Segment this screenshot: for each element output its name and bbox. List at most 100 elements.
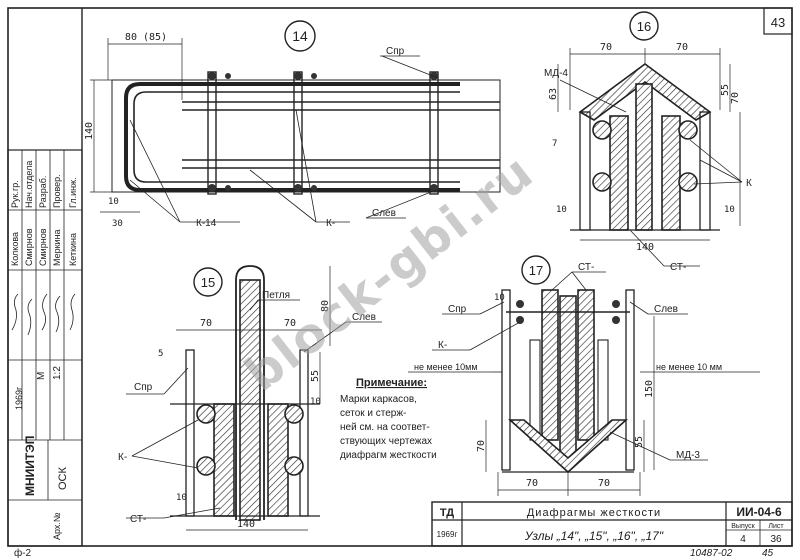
role-2: Разраб. bbox=[38, 176, 48, 208]
bottom-number: 10487-02 bbox=[690, 548, 733, 559]
role-4: Гл.инж. bbox=[68, 177, 78, 208]
node-17-callout-0: СТ- bbox=[578, 262, 594, 273]
node-17-dim-1: 70 bbox=[476, 440, 487, 452]
signature-0 bbox=[11, 293, 19, 331]
name-0: Колкова bbox=[10, 232, 20, 266]
note-line-2: ней см. на соответ- bbox=[340, 422, 430, 433]
node-14-dim-2: 10 bbox=[108, 197, 119, 207]
note-line-1: сеток и стерж- bbox=[340, 408, 406, 419]
node-17-label: 17 bbox=[529, 263, 543, 278]
node-15-dim-6: 10 bbox=[176, 493, 187, 503]
title-block: ТД 1969г Диафрагмы жесткости Узлы „14", … bbox=[431, 501, 793, 547]
node-16-dim-3: 55 bbox=[720, 84, 731, 96]
issue-label: Выпуск bbox=[731, 523, 755, 530]
node-15-dim-4: 10 bbox=[310, 397, 321, 407]
node-16-dim-4: 7 bbox=[552, 139, 557, 149]
node-16-dim-8: 140 bbox=[636, 242, 654, 253]
node-16-dim-1: 70 bbox=[676, 42, 688, 53]
archive-label: Арх.№ bbox=[52, 512, 62, 540]
node-15-callout-0: Петля bbox=[262, 290, 290, 301]
node-15-callout-1: Слев bbox=[352, 312, 376, 323]
node-17-dim-2: 55 bbox=[634, 436, 645, 448]
node-17-dim-0: 150 bbox=[644, 380, 655, 398]
bottom-page: 45 bbox=[762, 548, 774, 559]
node-15-callout-4: СТ- bbox=[130, 514, 146, 525]
name-4: Кеткина bbox=[68, 233, 78, 266]
node-16-callout-2: СТ- bbox=[670, 262, 686, 273]
node-17-callout-2: Слев bbox=[654, 304, 678, 315]
name-3: Меркина bbox=[52, 229, 62, 266]
series-code: ИИ-04-6 bbox=[736, 505, 782, 519]
node-15-callout-2: Спр bbox=[134, 382, 153, 393]
scale-value: 1:2 bbox=[52, 366, 63, 380]
sheet-value: 36 bbox=[770, 534, 782, 545]
node-15: 15 70 70 80 55 10 5 10 140 Петля Слев Сп… bbox=[118, 265, 382, 531]
node-15-dim-7: 140 bbox=[237, 519, 255, 530]
node-14: 14 80 (85) 140 10 30 Спр К-14 bbox=[84, 20, 501, 229]
signature-1 bbox=[27, 298, 33, 336]
name-2: Смирнов bbox=[38, 228, 48, 266]
node-17-dim-4: 70 bbox=[598, 478, 610, 489]
node-16-callout-1: К bbox=[746, 178, 752, 189]
sheet-number-box bbox=[763, 7, 793, 35]
node-16-dim-7: 10 bbox=[724, 205, 735, 215]
node-14-callout-0: Спр bbox=[386, 46, 405, 57]
node-14-callout-3: Слев bbox=[372, 208, 396, 219]
node-15-dim-5: 5 bbox=[158, 349, 163, 359]
node-15-dim-3: 55 bbox=[310, 370, 321, 382]
node-15-label: 15 bbox=[201, 275, 215, 290]
node-15-dim-2: 80 bbox=[320, 300, 331, 312]
role-1: Нач.отдела bbox=[24, 161, 34, 208]
note-heading: Примечание: bbox=[356, 377, 427, 389]
note-line-0: Марки каркасов, bbox=[340, 394, 417, 405]
node-15-dim-1: 70 bbox=[284, 318, 296, 329]
node-17-callout-3: К- bbox=[438, 340, 447, 351]
node-16-callout-0: МД-4 bbox=[544, 68, 568, 79]
doc-subtitle: Узлы „14", „15", „16", „17" bbox=[524, 529, 664, 543]
node-17-callout-4: не менее 10мм bbox=[414, 362, 478, 372]
role-3: Провер. bbox=[52, 174, 62, 208]
node-14-callout-2: К- bbox=[326, 218, 335, 229]
node-17-dim-3: 70 bbox=[526, 478, 538, 489]
node-14-dim-1: 140 bbox=[84, 122, 95, 140]
node-16: 16 70 70 63 55 7 70 10 10 140 МД-4 К bbox=[544, 11, 752, 273]
note-block: Примечание: Марки каркасов, сеток и стер… bbox=[340, 377, 437, 461]
scale-label: М bbox=[36, 372, 47, 380]
node-14-dim-0: 80 (85) bbox=[125, 32, 167, 43]
node-16-label: 16 bbox=[637, 19, 651, 34]
side-stamp-block: Рук.гр. Нач.отдела Разраб. Провер. Гл.ин… bbox=[7, 149, 83, 547]
node-17-dim-5: 10 bbox=[494, 293, 505, 303]
node-16-dim-0: 70 bbox=[600, 42, 612, 53]
node-16-dim-5: 70 bbox=[730, 92, 741, 104]
org-name: МНИИТЭП bbox=[23, 436, 37, 496]
node-15-callout-3: К- bbox=[118, 452, 127, 463]
sheet-label: Лист bbox=[768, 523, 784, 530]
node-15-dim-0: 70 bbox=[200, 318, 212, 329]
stamp-year: 1969г bbox=[14, 386, 24, 410]
node-16-dim-6: 10 bbox=[556, 205, 567, 215]
note-line-3: ствующих чертежах bbox=[340, 436, 432, 447]
signature-4 bbox=[69, 293, 76, 331]
dept-name: ОСК bbox=[57, 467, 69, 491]
note-line-4: диафрагм жесткости bbox=[340, 449, 437, 461]
doc-title: Диафрагмы жесткости bbox=[527, 507, 661, 519]
node-14-dim-3: 30 bbox=[112, 219, 123, 229]
role-0: Рук.гр. bbox=[10, 180, 20, 208]
node-17: 17 150 70 55 70 70 10 СТ- Спр Слев К- bbox=[408, 255, 760, 496]
doc-year: 1969г bbox=[437, 530, 458, 539]
node-17-callout-5: не менее 10 мм bbox=[656, 362, 722, 372]
bottom-left-mark: ф-2 bbox=[14, 547, 32, 559]
sheet-number: 43 bbox=[771, 15, 785, 30]
node-17-callout-6: МД-3 bbox=[676, 450, 700, 461]
node-16-dim-2: 63 bbox=[548, 88, 559, 100]
doc-type: ТД bbox=[440, 507, 454, 519]
signature-2 bbox=[41, 293, 48, 331]
signature-3 bbox=[55, 295, 61, 333]
node-17-callout-1: Спр bbox=[448, 304, 467, 315]
node-14-label: 14 bbox=[292, 28, 308, 44]
node-14-callout-1: К-14 bbox=[196, 218, 217, 229]
name-1: Смирнов bbox=[24, 228, 34, 266]
issue-value: 4 bbox=[740, 534, 746, 545]
